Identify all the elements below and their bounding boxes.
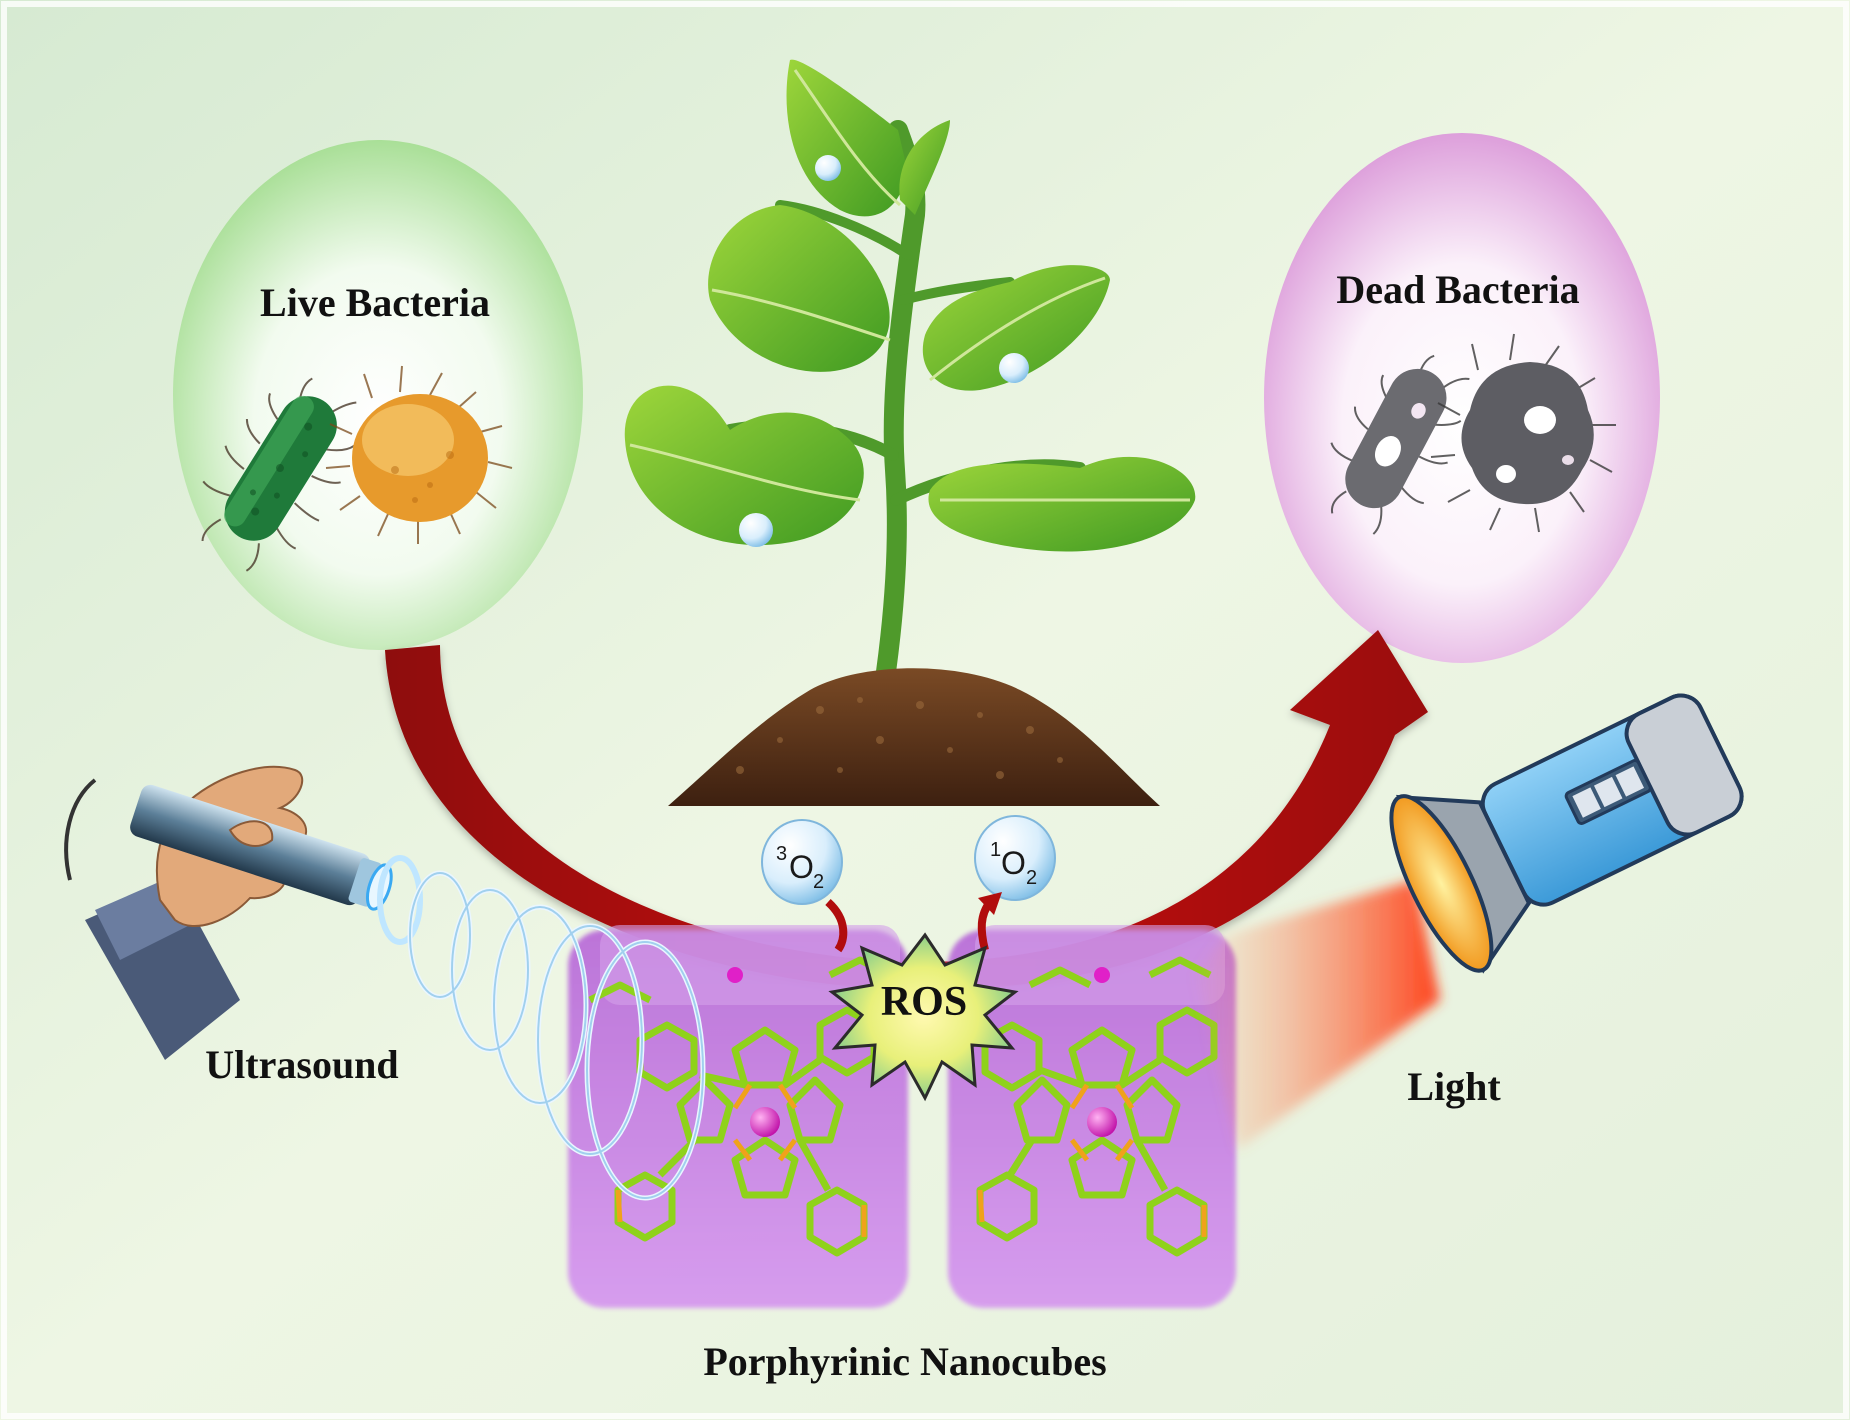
water-drop-icon bbox=[999, 353, 1029, 383]
water-drop-icon bbox=[815, 155, 841, 181]
rod-bacterium-icon bbox=[201, 377, 357, 572]
metal-center-icon bbox=[750, 1107, 780, 1137]
soil-mound-icon bbox=[668, 668, 1160, 806]
light-beam-icon bbox=[1195, 880, 1440, 1150]
dead-bacteria-label: Dead Bacteria bbox=[1336, 267, 1579, 312]
live-bacteria-label: Live Bacteria bbox=[260, 280, 490, 325]
live-bacteria-bubble: Live Bacteria bbox=[173, 140, 583, 650]
cocci-bacterium-icon bbox=[325, 365, 513, 544]
water-drop-icon bbox=[739, 513, 773, 547]
triplet-oxygen-sup: 3 bbox=[776, 843, 787, 865]
singlet-oxygen-sub: 2 bbox=[1026, 867, 1037, 889]
flashlight-icon bbox=[1389, 693, 1744, 974]
dead-cocci-bacterium-icon bbox=[1430, 333, 1616, 533]
dead-bacteria-bubble: Dead Bacteria bbox=[1264, 133, 1660, 663]
singlet-oxygen-sup: 1 bbox=[990, 839, 1001, 861]
ros-starburst-icon: ROS bbox=[828, 932, 1019, 1102]
ultrasound-label: Ultrasound bbox=[205, 1042, 398, 1087]
ultrasound-wave-icon bbox=[377, 855, 706, 1201]
light-label: Light bbox=[1407, 1064, 1501, 1109]
conversion-arrow-in bbox=[825, 899, 848, 953]
dead-rod-bacterium-icon bbox=[1330, 354, 1470, 535]
singlet-oxygen-base: O bbox=[1001, 845, 1026, 881]
metal-center-icon bbox=[1087, 1107, 1117, 1137]
triplet-oxygen-bubble: 3 O 2 bbox=[761, 819, 843, 905]
nanocubes-label: Porphyrinic Nanocubes bbox=[703, 1339, 1106, 1384]
porphyrinic-nanocubes bbox=[568, 925, 1236, 1308]
plant-icon bbox=[624, 59, 1196, 722]
ros-label: ROS bbox=[881, 979, 967, 1025]
triplet-oxygen-base: O bbox=[789, 849, 814, 885]
porphyrin-structure-icon bbox=[976, 956, 1218, 1257]
singlet-oxygen-bubble: 1 O 2 bbox=[974, 815, 1056, 901]
hand-probe-icon bbox=[64, 765, 393, 1060]
triplet-oxygen-sub: 2 bbox=[813, 871, 824, 893]
